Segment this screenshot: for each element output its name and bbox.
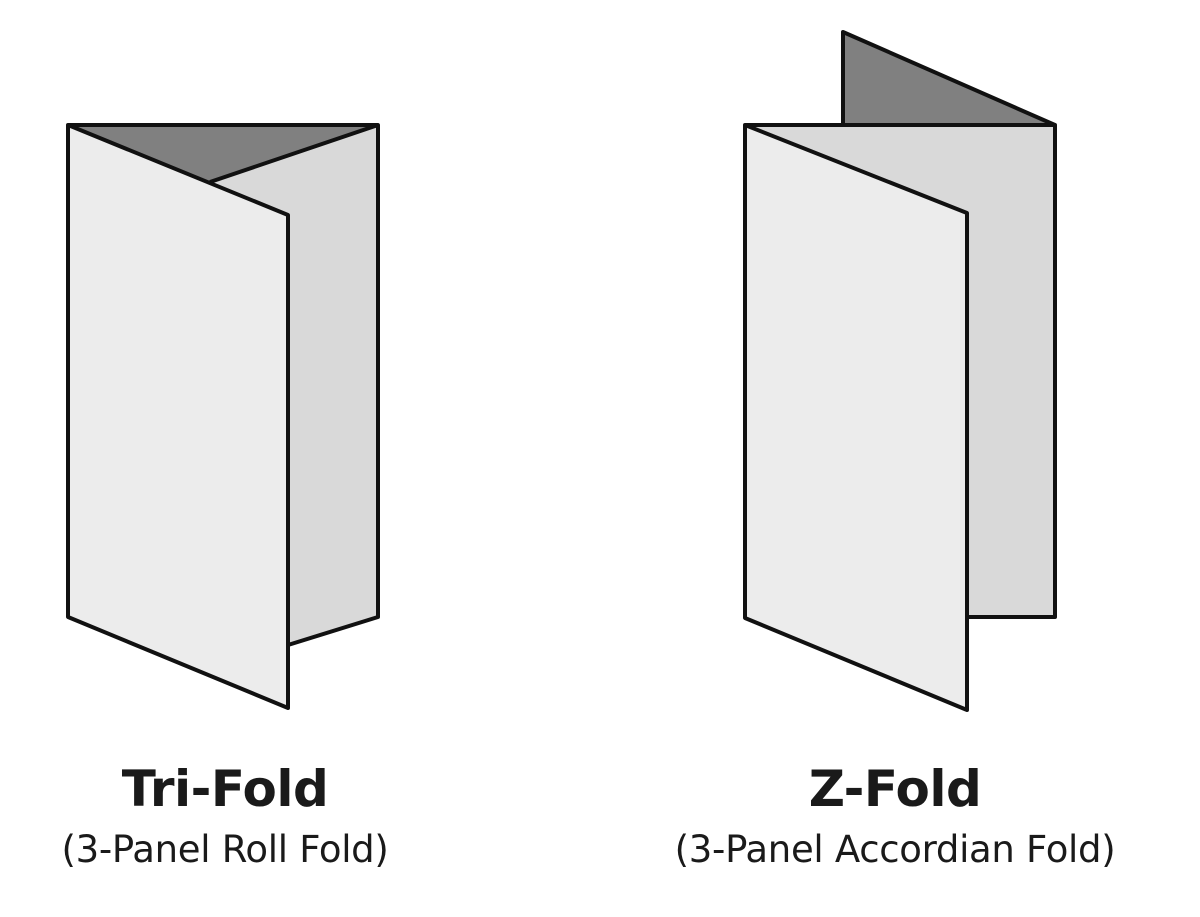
zfold-front-panel — [745, 125, 967, 710]
trifold-illustration — [66, 123, 380, 710]
trifold-inner-panel — [68, 125, 378, 182]
trifold-subtitle: (3-Panel Roll Fold) — [61, 828, 389, 871]
trifold-outline-back — [209, 123, 380, 647]
zfold-caption: Z-Fold (3-Panel Accordian Fold) — [600, 752, 1190, 874]
zfold-outline-rear — [841, 30, 1056, 127]
zfold-title: Z-Fold — [808, 760, 982, 818]
trifold-back-panel — [210, 125, 378, 645]
trifold-title: Tri-Fold — [121, 760, 329, 818]
zfold-middle-panel — [745, 125, 1055, 617]
zfold-subtitle: (3-Panel Accordian Fold) — [674, 828, 1116, 871]
trifold-outline-front — [66, 123, 290, 710]
zfold-illustration — [743, 30, 1057, 712]
trifold-front-panel — [68, 125, 288, 708]
zfold-outline-middle — [745, 123, 1057, 619]
trifold-caption: Tri-Fold (3-Panel Roll Fold) — [20, 752, 430, 874]
zfold-outline-front — [743, 123, 969, 712]
